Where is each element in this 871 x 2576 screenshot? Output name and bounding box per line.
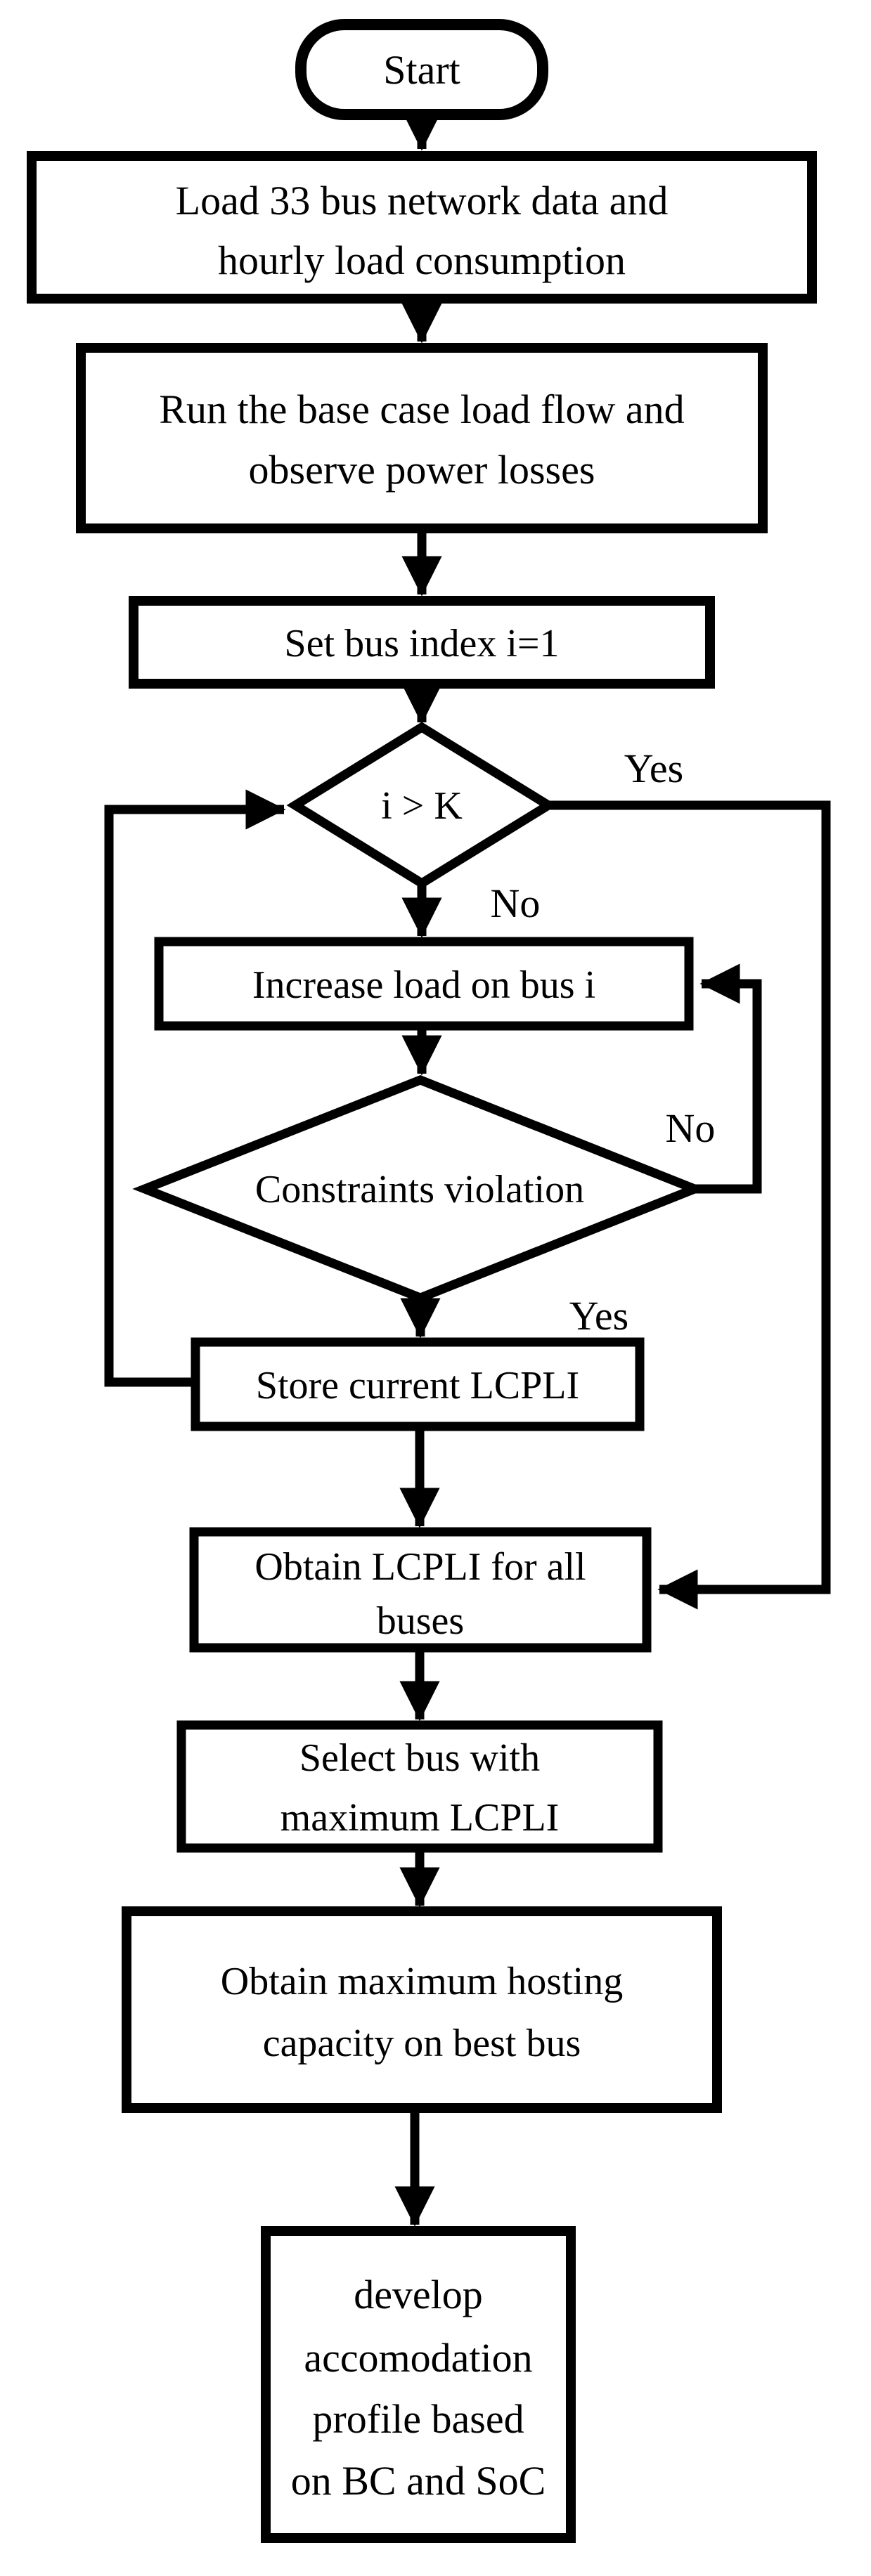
node-start xyxy=(295,19,548,120)
node-increase-load-label: Increase load on bus i xyxy=(252,963,595,1007)
node-load-data xyxy=(27,151,817,304)
node-store-lcpli xyxy=(191,1337,645,1431)
edge-constraints-no-to-increase-load xyxy=(695,963,762,1194)
node-select-bus-line2: maximum LCPLI xyxy=(280,1796,560,1840)
node-accommodation-line1: develop xyxy=(354,2272,483,2317)
node-accommodation-line4: on BC and SoC xyxy=(291,2458,546,2504)
node-accommodation-line3: profile based xyxy=(312,2396,524,2442)
node-load-data-line1: Load 33 bus network data and xyxy=(176,178,669,223)
flowchart: Start Load 33 bus network data and hourl… xyxy=(27,19,831,2543)
node-constraints xyxy=(132,1075,707,1303)
edge-store-lcpli-loop-to-bus-check xyxy=(104,789,286,1387)
node-hosting-capacity-line1: Obtain maximum hosting xyxy=(221,1960,623,2003)
edge-label-bus-check-yes: Yes xyxy=(624,746,683,791)
node-base-case-line1: Run the base case load flow and xyxy=(159,386,684,432)
edge-label-bus-check-no: No xyxy=(491,880,541,926)
node-hosting-capacity xyxy=(122,1906,722,2113)
node-select-bus-line1: Select bus with xyxy=(299,1736,540,1780)
node-load-data-line2: hourly load consumption xyxy=(218,238,626,283)
node-constraints-label: Constraints violation xyxy=(255,1168,584,1211)
node-bus-check-label: i > K xyxy=(381,784,463,828)
node-set-index xyxy=(129,596,715,689)
node-accommodation xyxy=(261,2226,576,2543)
node-store-lcpli-label: Store current LCPLI xyxy=(256,1364,579,1407)
node-increase-load xyxy=(154,937,694,1031)
node-base-case xyxy=(76,343,768,533)
node-set-index-label: Set bus index i=1 xyxy=(285,622,560,665)
edge-label-constraints-no: No xyxy=(666,1105,716,1151)
edge-bus-check-yes-to-obtain-lcpli xyxy=(548,800,831,1610)
edge-label-constraints-yes: Yes xyxy=(569,1293,628,1339)
node-base-case-line2: observe power losses xyxy=(249,447,595,493)
node-obtain-lcpli-line2: buses xyxy=(377,1599,464,1643)
node-obtain-lcpli xyxy=(189,1527,652,1653)
node-start-label: Start xyxy=(383,47,460,93)
node-obtain-lcpli-line1: Obtain LCPLI for all xyxy=(254,1545,586,1589)
node-select-bus xyxy=(176,1720,663,1853)
node-hosting-capacity-line2: capacity on best bus xyxy=(263,2022,581,2065)
node-bus-check xyxy=(286,722,557,889)
node-accommodation-line2: accomodation xyxy=(304,2335,532,2381)
